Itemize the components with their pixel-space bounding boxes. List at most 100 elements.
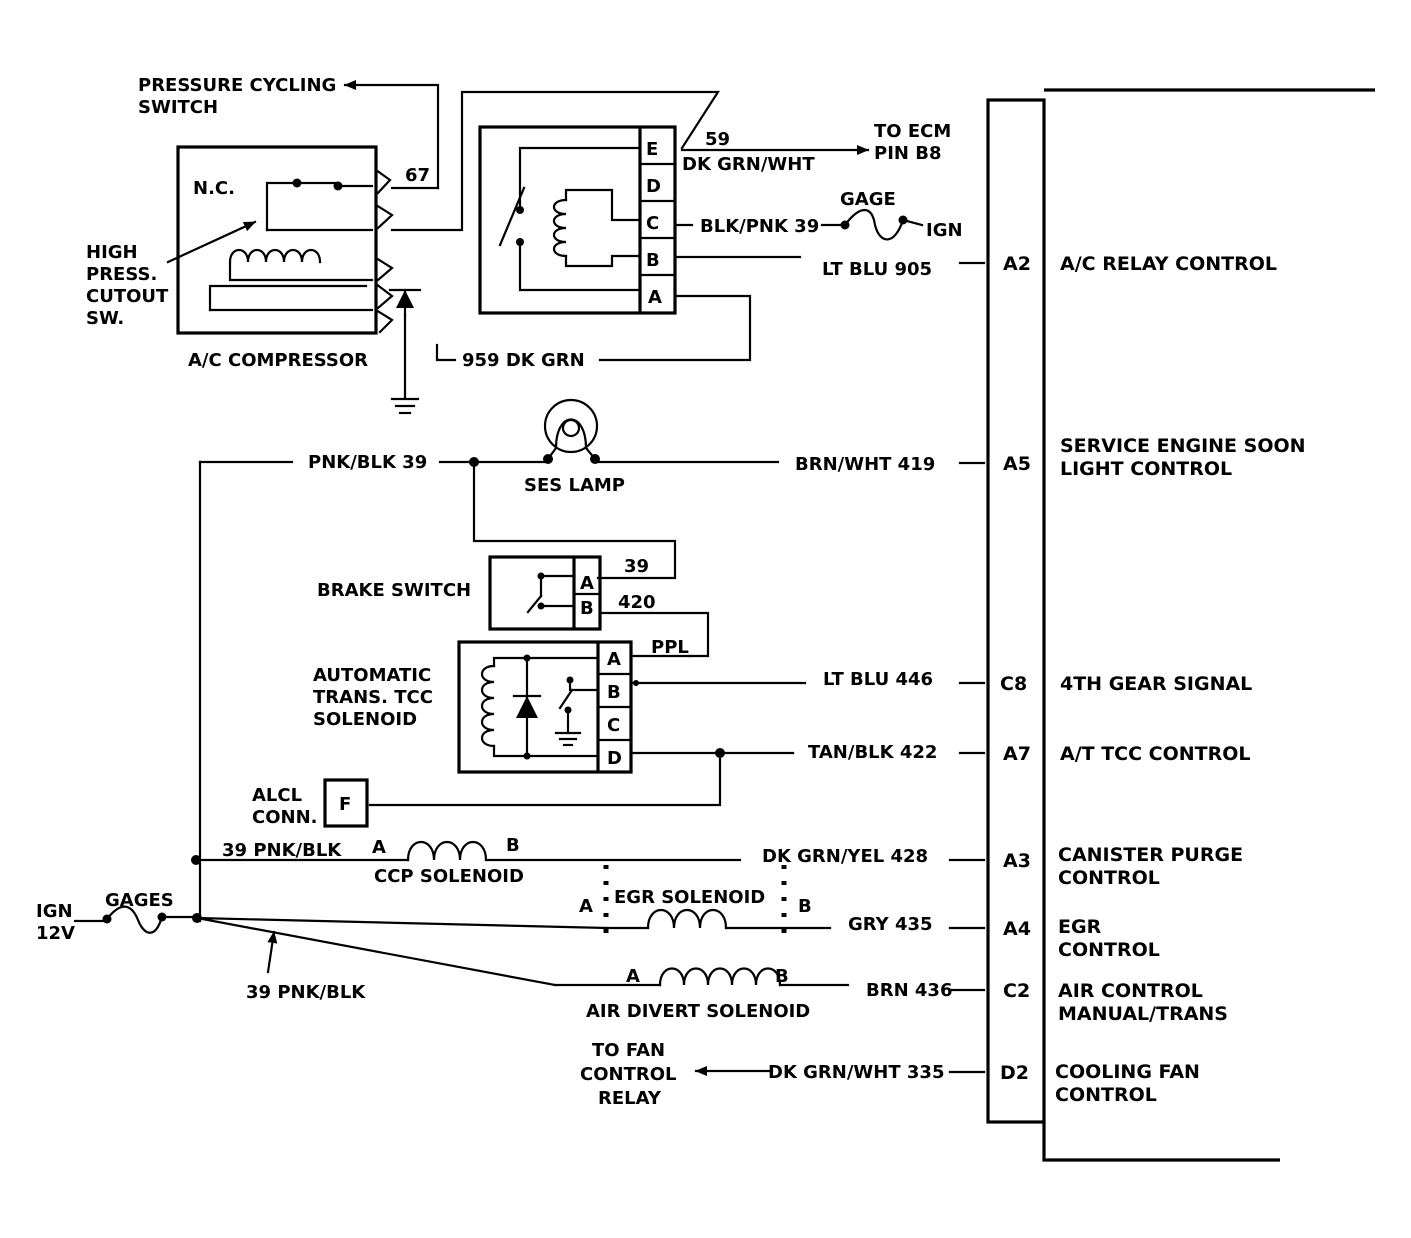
gage-label: GAGE [840, 189, 896, 210]
cutout-label-4: SW. [86, 308, 124, 329]
ecm-function-c8: 4TH GEAR SIGNAL [1060, 673, 1252, 695]
ccp-coil [406, 841, 488, 862]
tcc-pin-c: C [607, 715, 620, 736]
ecm-pin-d2: D2 [1000, 1062, 1029, 1084]
ecm-function-a5-line2: LIGHT CONTROL [1060, 458, 1232, 480]
nc-label: N.C. [193, 178, 235, 199]
ecm-function-a4-line2: CONTROL [1058, 939, 1160, 961]
ecm-pin-row-d2: D2 COOLING FAN CONTROL [948, 1061, 1200, 1106]
brake-pin-a: A [580, 573, 594, 594]
ecm-pin-row-a5: A5 SERVICE ENGINE SOON LIGHT CONTROL [958, 435, 1306, 480]
alcl-connector [323, 778, 369, 828]
relay-pin-a: A [648, 287, 662, 308]
ecm-pin-a4: A4 [1003, 918, 1031, 940]
ecm-function-a3-line2: CONTROL [1058, 867, 1160, 889]
air-feed-label: 39 PNK/BLK [246, 982, 366, 1003]
gages-label: GAGES [105, 890, 174, 911]
wire-428-label: DK GRN/YEL 428 [762, 846, 928, 867]
egr-coil [646, 909, 728, 930]
brake-wire-39: 39 [624, 556, 649, 577]
fan-label-3: RELAY [598, 1088, 662, 1109]
tcc-solenoid [457, 640, 633, 774]
egr-b: B [798, 896, 812, 917]
alcl-title-1: ALCL [252, 785, 302, 806]
pressure-switch-label-2: SWITCH [138, 97, 218, 118]
wire-air-feed [195, 916, 557, 987]
tcc-wire-ppl: PPL [651, 637, 689, 658]
ign-label-1: IGN [36, 901, 73, 922]
ecm-pin-row-a3: A3 CANISTER PURGE CONTROL [948, 844, 1243, 889]
to-ecm-label-2: PIN B8 [874, 143, 941, 164]
ecm-function-a4-line1: EGR [1058, 916, 1102, 938]
ses-lamp-label: SES LAMP [524, 475, 625, 496]
compressor-title: A/C COMPRESSOR [188, 350, 368, 371]
ecm-pin-a5: A5 [1003, 453, 1031, 475]
cutout-label-3: CUTOUT [86, 286, 169, 307]
ecm-pin-row-a7: A7 A/T TCC CONTROL [958, 743, 1251, 765]
ac-compressor: N.C. [176, 145, 422, 415]
air-coil [658, 967, 782, 987]
air-a: A [626, 966, 640, 987]
gage-fuse [843, 208, 905, 241]
ecm-block [986, 88, 1375, 1162]
ecm-pin-row-c2: C2 AIR CONTROL MANUAL/TRANS [948, 980, 1228, 1025]
to-ecm-label-1: TO ECM [874, 121, 951, 142]
ecm-function-d2-line1: COOLING FAN [1055, 1061, 1200, 1083]
ecm-pin-a3: A3 [1003, 850, 1031, 872]
ign-label-2: 12V [36, 923, 75, 944]
ign-label-relay: IGN [926, 220, 963, 241]
wire-420 [598, 611, 710, 658]
wire-905-label: LT BLU 905 [822, 259, 932, 280]
ccp-b: B [506, 835, 520, 856]
wire-egr-feed [195, 916, 608, 930]
ecm-function-a7: A/T TCC CONTROL [1060, 743, 1251, 765]
tcc-pin-d: D [607, 748, 622, 769]
ccp-label: CCP SOLENOID [374, 866, 524, 887]
air-b: B [775, 966, 789, 987]
pressure-switch-label-1: PRESSURE CYCLING [138, 75, 336, 96]
fan-label-2: CONTROL [580, 1064, 677, 1085]
wire-alcl [368, 751, 722, 807]
alcl-title-2: CONN. [252, 807, 317, 828]
tcc-pin-b: B [607, 682, 621, 703]
tcc-title-2: TRANS. TCC [313, 687, 433, 708]
cutout-pointer [166, 220, 257, 264]
fan-label-1: TO FAN [592, 1040, 665, 1061]
wire-422-label: TAN/BLK 422 [808, 742, 937, 763]
ecm-pin-row-a4: A4 EGR CONTROL [948, 916, 1160, 961]
cutout-label-2: PRESS. [86, 264, 157, 285]
wire-e-color: DK GRN/WHT [682, 154, 815, 175]
brake-switch-title: BRAKE SWITCH [317, 580, 471, 601]
ecm-function-a2: A/C RELAY CONTROL [1060, 253, 1277, 275]
wire-39-brake [472, 460, 677, 580]
ecm-pin-c8: C8 [1000, 673, 1027, 695]
tcc-pin-a: A [607, 649, 621, 670]
wire-959 [598, 294, 752, 362]
wire-959-label: 959 DK GRN [462, 350, 585, 371]
ac-relay [478, 125, 677, 315]
relay-pin-c: C [646, 213, 659, 234]
wire-436-label: BRN 436 [866, 980, 952, 1001]
wire-419-label: BRN/WHT 419 [795, 454, 935, 475]
tcc-title-1: AUTOMATIC [313, 665, 431, 686]
wire-446-label: LT BLU 446 [823, 669, 933, 690]
wire-335-label: DK GRN/WHT 335 [768, 1062, 944, 1083]
ecm-function-a3-line1: CANISTER PURGE [1058, 844, 1243, 866]
ecm-pin-c2: C2 [1003, 980, 1030, 1002]
wire-compressor-relay [390, 90, 721, 232]
ecm-function-d2-line2: CONTROL [1055, 1084, 1157, 1106]
egr-a: A [579, 896, 593, 917]
ccp-a: A [372, 837, 386, 858]
ecm-pin-a2: A2 [1003, 253, 1031, 275]
relay-pin-d: D [646, 176, 661, 197]
ecm-pin-row-a2: A2 A/C RELAY CONTROL [958, 253, 1277, 275]
ses-lamp-icon [543, 398, 599, 461]
gages-fuse [105, 905, 164, 934]
ses-feed-label: PNK/BLK 39 [308, 452, 427, 473]
relay-pin-e: E [646, 139, 658, 160]
alcl-pin-f: F [339, 794, 351, 815]
ecm-pin-a7: A7 [1003, 743, 1031, 765]
wire-59-label: 59 [705, 129, 730, 150]
ecm-function-c2-line1: AIR CONTROL [1058, 980, 1203, 1002]
